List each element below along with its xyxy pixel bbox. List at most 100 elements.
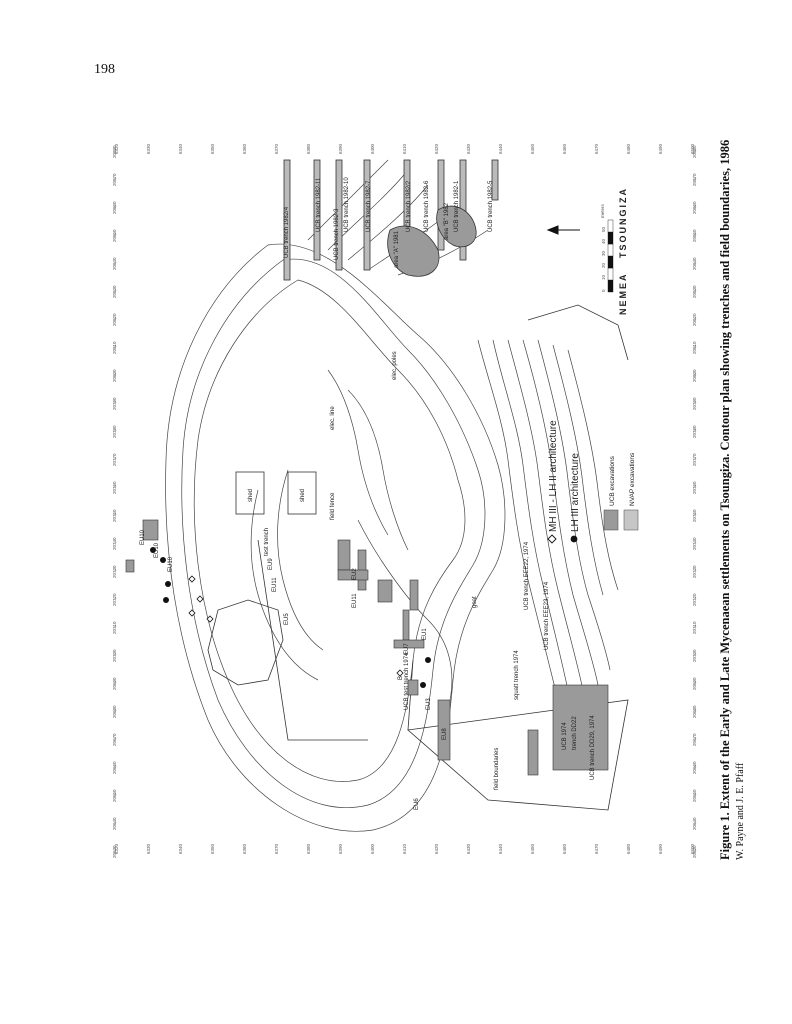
grid-cross-mark: + <box>694 204 697 209</box>
grid-y-tick: 6460 <box>562 843 567 854</box>
label-ucb-1974: UCB 1974 <box>562 722 568 750</box>
grid-y-tick: 6450 <box>530 843 535 854</box>
legend-lh-label: LH III architecture <box>570 453 581 532</box>
site-contour-map: 20630+20630+20640+20640+20650+20650+2066… <box>108 140 704 860</box>
grid-x-tick: 20770 <box>692 453 697 466</box>
grid-cross-mark: + <box>694 596 697 601</box>
grid-x-tick: 20750 <box>692 509 697 522</box>
grid-x-tick: 20730 <box>692 565 697 578</box>
grid-x-tick: 20630 <box>692 845 697 858</box>
grid-cross-mark: + <box>114 848 117 853</box>
grid-y-tick: 6500 <box>690 843 695 854</box>
label-eu-b: B <box>398 676 404 680</box>
label-eu9: EU9 <box>268 558 274 570</box>
north-arrow <box>546 225 580 235</box>
grid-x-tick: 20840 <box>112 257 117 270</box>
grid-cross-mark: + <box>694 232 697 237</box>
grid-y-tick: 6390 <box>338 843 343 854</box>
grid-y-tick: 6390 <box>338 143 343 154</box>
grid-x-tick: 20740 <box>692 537 697 550</box>
label-eu10c: EU10 <box>168 556 174 572</box>
label-ucb-1982-4: UCB trench 1982/4 <box>284 206 290 258</box>
grid-cross-mark: + <box>114 456 117 461</box>
grid-y-tick: 6330 <box>146 843 151 854</box>
grid-x-tick: 20760 <box>112 481 117 494</box>
grid-cross-mark: + <box>694 344 697 349</box>
grid-x-tick: 20650 <box>112 789 117 802</box>
label-eu1: EU1 <box>422 628 428 640</box>
grid-cross-mark: + <box>694 288 697 293</box>
grid-y-tick: 6410 <box>402 843 407 854</box>
legend: MH III - LH II architecture LH III archi… <box>547 420 639 544</box>
grid-x-tick: 20870 <box>112 173 117 186</box>
grid-x-tick: 20790 <box>112 397 117 410</box>
legend-mh-label: MH III - LH II architecture <box>548 420 559 532</box>
grid-x-tick: 20860 <box>112 201 117 214</box>
grid-x-tick: 20690 <box>112 677 117 690</box>
scale-segment <box>607 267 614 281</box>
grid-y-tick: 6340 <box>178 143 183 154</box>
label-test-trench-1974: UCB test trench 1974 <box>404 652 410 710</box>
grid-cross-mark: + <box>114 596 117 601</box>
grid-x-tick: 20720 <box>112 593 117 606</box>
grid-y-tick: 6360 <box>242 843 247 854</box>
caption-text: Figure 1. Extent of the Early and Late M… <box>718 140 732 860</box>
grid-cross-mark: + <box>694 568 697 573</box>
grid-y-tick: 6420 <box>434 843 439 854</box>
grid-y-tick: 6380 <box>306 843 311 854</box>
label-squatt: squatt trench 1974 <box>514 650 520 700</box>
label-eu2: EU2 <box>352 568 358 580</box>
grid-cross-mark: + <box>694 792 697 797</box>
grid-x-tick: 20690 <box>692 677 697 690</box>
grid-y-tick: 6320 <box>114 843 119 854</box>
scale-segment <box>607 243 614 257</box>
scale-place-name: TSOUNGIZA <box>618 187 628 258</box>
grid-x-tick: 20850 <box>112 229 117 242</box>
label-ucb-1982-2: UCB trench 1982/2 <box>406 180 412 232</box>
grid-cross-mark: + <box>114 400 117 405</box>
label-elec-line: elec. line <box>330 406 336 430</box>
grid-y-tick: 6350 <box>210 843 215 854</box>
grid-x-tick: 20660 <box>112 761 117 774</box>
legend-nvap-swatch <box>623 509 639 531</box>
scale-site-name: NEMEA <box>618 272 628 315</box>
grid-cross-mark: + <box>114 736 117 741</box>
grid-y-tick: 6320 <box>114 143 119 154</box>
grid-cross-mark: + <box>694 176 697 181</box>
hilltop-structure <box>207 599 284 686</box>
grid-cross-mark: + <box>694 624 697 629</box>
grid-y-tick: 6470 <box>594 843 599 854</box>
label-ucb-1982-7: UCB trench 1982-7 <box>366 180 372 232</box>
label-ucb-1982-11: UCB trench 1982-11 <box>316 177 322 232</box>
grid-x-tick: 20810 <box>692 341 697 354</box>
grid-y-tick: 6450 <box>530 143 535 154</box>
grid-ticks: 20630+20630+20640+20640+20650+20650+2066… <box>112 143 697 858</box>
scale-tick-label: 50 <box>601 226 606 232</box>
grid-x-tick: 20820 <box>112 313 117 326</box>
grid-x-tick: 20880 <box>692 145 697 158</box>
scale-tick-label: 0 <box>601 289 606 292</box>
label-trench-dd29: UCB trench DD29, 1974 <box>590 715 596 780</box>
grid-cross-mark: + <box>694 316 697 321</box>
label-eu6: EU6 <box>414 798 420 810</box>
legend-ucb-swatch <box>603 509 619 531</box>
grid-cross-mark: + <box>114 708 117 713</box>
grid-cross-mark: + <box>694 764 697 769</box>
label-ucb-1982-3: UCB trench 1982-3 <box>334 208 340 260</box>
grid-x-tick: 20800 <box>112 369 117 382</box>
grid-y-tick: 6370 <box>274 143 279 154</box>
grid-y-tick: 6410 <box>402 143 407 154</box>
label-eu8: EU8 <box>442 728 448 740</box>
grid-x-tick: 20720 <box>692 593 697 606</box>
grid-y-tick: 6440 <box>498 843 503 854</box>
scale-tick-label: 10 <box>601 274 606 280</box>
grid-cross-mark: + <box>114 568 117 573</box>
grid-cross-mark: + <box>114 540 117 545</box>
grid-x-tick: 20820 <box>692 313 697 326</box>
label-eu10b: EU10 <box>154 542 160 558</box>
grid-y-tick: 6370 <box>274 843 279 854</box>
grid-cross-mark: + <box>694 708 697 713</box>
grid-y-tick: 6430 <box>466 143 471 154</box>
grid-x-tick: 20780 <box>112 425 117 438</box>
grid-cross-mark: + <box>694 680 697 685</box>
